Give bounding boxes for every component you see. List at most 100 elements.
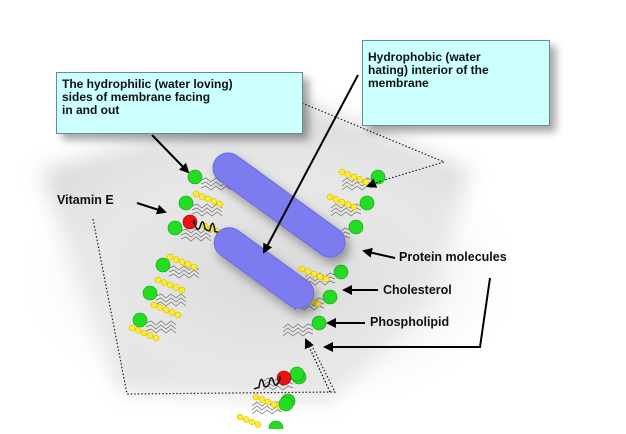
cholesterol-bead — [252, 393, 260, 401]
cholesterol-bead — [344, 171, 352, 178]
cholesterol-bead — [166, 281, 174, 289]
lipid-tail — [168, 273, 200, 279]
lipid-tail — [251, 409, 283, 415]
pointer-arrows — [136, 74, 491, 393]
phospholipid-head — [322, 289, 338, 305]
phospholipid-head — [370, 169, 386, 185]
phospholipid-head — [155, 257, 171, 273]
cholesterol-bead — [270, 401, 278, 408]
cholesterol-bead — [210, 198, 218, 205]
cholesterol-bead — [150, 301, 158, 309]
phospholipid-head — [178, 195, 194, 211]
cholesterol-bead — [174, 311, 182, 319]
cholesterol-bead — [236, 413, 244, 421]
cholesterol-bead — [304, 268, 312, 275]
phospholipid-head — [289, 366, 305, 382]
lipid-tail — [282, 331, 314, 337]
cholesterol-bead — [248, 418, 256, 426]
arrow-outline-upper — [366, 178, 382, 188]
hydrophilic-line-2: sides of membrane facing — [62, 90, 211, 104]
phospholipid-head — [278, 396, 294, 412]
cholesterol-bead — [156, 304, 164, 311]
cholesterol-bead — [362, 178, 370, 186]
arrow-outline-lower — [304, 338, 331, 393]
cholesterol-bead — [264, 398, 272, 406]
phospholipid-head — [167, 220, 183, 236]
cholesterol-bead — [322, 275, 330, 283]
cholesterol-bead — [172, 284, 180, 291]
cholesterol-bead — [350, 173, 358, 181]
cholesterol-bead — [168, 309, 176, 316]
phospholipid-head — [142, 285, 158, 301]
cholesterol-bead — [316, 273, 324, 280]
vitamin-e-tail — [192, 219, 221, 234]
arrow-protein-upper — [362, 247, 396, 259]
hydrophobic-line-1: Hydrophobic (water — [368, 50, 481, 64]
cholesterol-bead — [154, 276, 162, 284]
lipid-tail — [191, 207, 223, 213]
phospholipid-head — [359, 195, 375, 211]
protein-molecules — [212, 152, 346, 309]
lipid-tail — [282, 327, 314, 333]
cholesterol-bead — [216, 200, 224, 208]
lipid-tail — [191, 211, 223, 217]
cholesterol-bead — [242, 416, 250, 423]
vitamin-e-label: Vitamin E — [57, 193, 114, 207]
cholesterol-bead — [160, 279, 168, 286]
cholesterol-bead — [198, 193, 206, 200]
lipid-tail — [180, 236, 212, 242]
hydrophilic-callout: The hydrophilic (water loving) sides of … — [56, 72, 303, 134]
hydrophobic-line-3: membrane — [368, 76, 429, 90]
cholesterol-bead — [254, 421, 262, 428]
lipid-tail — [145, 324, 177, 330]
arrow-vitamin-e — [136, 202, 167, 215]
cholesterol-bead — [190, 263, 198, 271]
cholesterol-bead — [258, 396, 266, 403]
hydrophilic-line-3: in and out — [62, 103, 120, 117]
lipid-tail — [145, 320, 177, 326]
lipid-tail — [155, 301, 187, 307]
protein-upper — [212, 152, 346, 258]
cholesterol-bead — [140, 329, 148, 337]
cholesterol-bead — [146, 332, 154, 339]
hydrophobic-callout: Hydrophobic (water hating) interior of t… — [362, 40, 550, 126]
lipid-tail — [155, 297, 187, 303]
hydrophobic-line-2: hating) interior of the — [368, 63, 489, 77]
arrow-hydrophilic — [151, 134, 190, 174]
protein-molecules-label: Protein molecules — [399, 250, 507, 264]
cholesterol-bead — [204, 195, 212, 203]
phospholipid-head — [348, 219, 364, 235]
phospholipid-head — [132, 312, 148, 328]
cholesterol-bead — [310, 270, 318, 278]
outline-lower — [92, 218, 336, 395]
cholesterol-bead — [178, 258, 186, 266]
cholesterol-bead — [162, 306, 170, 314]
protein-lower — [213, 227, 315, 309]
cholesterol-bead — [192, 190, 200, 198]
lipid-tail — [200, 185, 232, 191]
cholesterol-bead — [152, 334, 160, 342]
phospholipid-head — [187, 169, 203, 185]
cholesterol-bead — [172, 256, 180, 263]
bilayer-molecules — [128, 168, 386, 434]
cholesterol-bead — [314, 300, 322, 308]
phospholipid-label: Phospholipid — [370, 315, 450, 329]
cholesterol-bead — [128, 324, 136, 332]
vitamin-e-molecule — [182, 214, 198, 230]
lipid-tail — [304, 280, 336, 286]
cholesterol-bead — [338, 168, 346, 176]
arrow-protein-lower — [323, 277, 491, 352]
phospholipid-head — [333, 264, 349, 280]
cholesterol-bead — [326, 193, 334, 201]
vitamin-e-tail — [253, 375, 282, 390]
cholesterol-bead — [134, 327, 142, 334]
phospholipid-head — [311, 315, 327, 331]
cholesterol-label: Cholesterol — [383, 283, 452, 297]
lipid-tail — [282, 323, 314, 329]
lipid-tail — [145, 328, 177, 334]
phospholipid-head — [268, 420, 284, 434]
cholesterol-bead — [356, 176, 364, 183]
hydrophilic-line-1: The hydrophilic (water loving) — [62, 77, 233, 91]
